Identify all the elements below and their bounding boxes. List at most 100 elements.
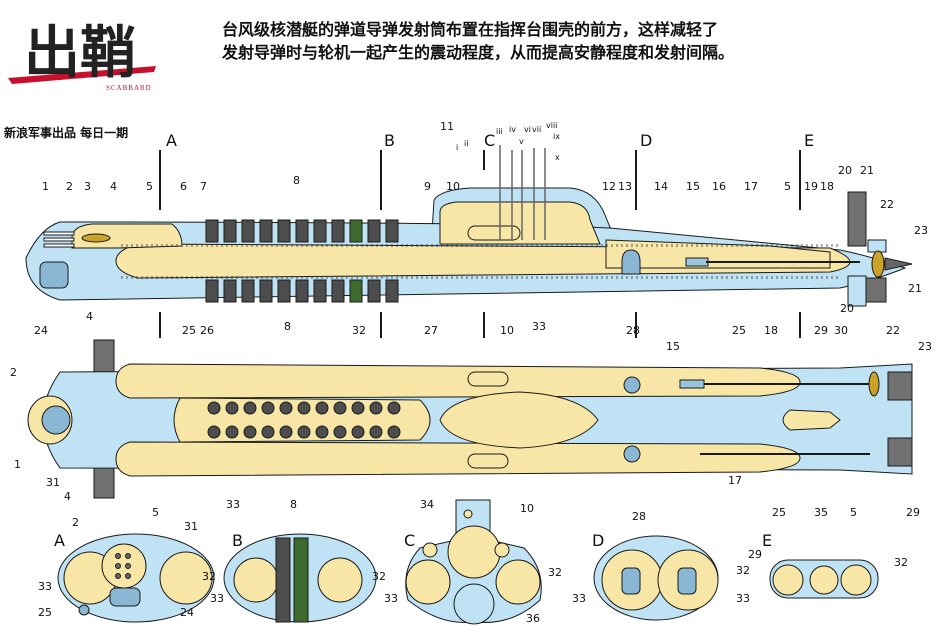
missile-tubes-upper (205, 219, 399, 243)
missile-tubes-lower (205, 279, 399, 303)
torpedo-tubes-side (43, 231, 75, 248)
sonar-side (39, 261, 69, 289)
control-compartment-top (439, 391, 599, 449)
label-roman-x: x (555, 153, 560, 162)
aft-center-top (782, 409, 841, 431)
caption-line-1: 台风级核潜艇的弹道导弹发射筒布置在指挥台围壳的前方，这样减轻了 (222, 20, 719, 39)
svg-text:1: 1 (42, 180, 49, 193)
capsule-top-starboard (467, 453, 509, 469)
svg-text:15: 15 (686, 180, 700, 193)
svg-text:32: 32 (736, 564, 750, 577)
svg-text:33: 33 (38, 580, 52, 593)
svg-text:18: 18 (764, 324, 778, 337)
turbine-port (679, 379, 705, 389)
masts (499, 145, 546, 240)
svg-text:36: 36 (526, 612, 540, 625)
svg-text:29: 29 (814, 324, 828, 337)
reactor-starboard (623, 445, 641, 463)
label-roman-vi: vi (524, 125, 531, 134)
svg-text:22: 22 (880, 198, 894, 211)
svg-text:4: 4 (64, 490, 71, 503)
svg-text:33: 33 (736, 592, 750, 605)
svg-text:25: 25 (732, 324, 746, 337)
svg-text:8: 8 (284, 320, 291, 333)
section-letter-a: A (166, 131, 177, 150)
section-d (593, 535, 719, 621)
upper-rudder (847, 191, 867, 247)
stern-plane-upper (867, 239, 887, 253)
section-a (57, 533, 215, 623)
svg-text:17: 17 (728, 474, 742, 487)
capsule-top-port (467, 371, 509, 387)
svg-text:10: 10 (446, 180, 460, 193)
label-roman-i: i (456, 143, 458, 152)
svg-text:4: 4 (110, 180, 117, 193)
section-lines (159, 150, 801, 338)
label-roman-ii: ii (464, 139, 468, 148)
svg-text:8: 8 (290, 498, 297, 511)
svg-text:32: 32 (372, 570, 386, 583)
section-title-d: D (592, 531, 604, 550)
caption: 台风级核潜艇的弹道导弹发射筒布置在指挥台围壳的前方，这样减轻了 发射导弹时与轮机… (222, 18, 922, 64)
propeller-port (868, 371, 880, 397)
section-title-a: A (54, 531, 65, 550)
svg-text:21: 21 (860, 164, 874, 177)
svg-text:19: 19 (804, 180, 818, 193)
tail-cone-side (884, 257, 913, 271)
section-letter-e: E (804, 131, 814, 150)
top-view (27, 339, 913, 499)
label-roman-iii: iii (496, 127, 503, 136)
cross-sections (57, 499, 879, 625)
port-stern-rudder (887, 371, 913, 401)
svg-text:24: 24 (34, 324, 48, 337)
side-view (25, 145, 913, 338)
svg-text:33: 33 (572, 592, 586, 605)
torpedo-side (81, 233, 111, 243)
svg-text:11: 11 (440, 120, 454, 133)
section-letter-b: B (384, 131, 395, 150)
svg-text:10: 10 (500, 324, 514, 337)
svg-text:2: 2 (72, 516, 79, 529)
caption-line-2: 发射导弹时与轮机一起产生的震动程度，从而提高安静程度和发射间隔。 (222, 43, 735, 62)
svg-text:29: 29 (906, 506, 920, 519)
svg-text:31: 31 (46, 476, 60, 489)
svg-text:16: 16 (712, 180, 726, 193)
logo-graphic: 出鞘 (8, 20, 156, 86)
svg-text:33: 33 (532, 320, 546, 333)
svg-text:15: 15 (666, 340, 680, 353)
svg-text:34: 34 (420, 498, 434, 511)
rescue-capsule-side (467, 225, 521, 241)
credit-line: 新浪军事出品 每日一期 (4, 126, 129, 140)
svg-text:18: 18 (820, 180, 834, 193)
svg-text:9: 9 (424, 180, 431, 193)
svg-text:23: 23 (918, 340, 932, 353)
svg-text:20: 20 (838, 164, 852, 177)
svg-text:35: 35 (814, 506, 828, 519)
svg-text:24: 24 (180, 606, 194, 619)
sonar-top (41, 405, 71, 435)
starboard-pressure-hull (115, 441, 801, 477)
svg-text:12: 12 (602, 180, 616, 193)
svg-text:32: 32 (548, 566, 562, 579)
svg-text:32: 32 (202, 570, 216, 583)
section-title-b: B (232, 531, 243, 550)
section-c (405, 499, 542, 625)
svg-text:8: 8 (293, 174, 300, 187)
svg-text:22: 22 (886, 324, 900, 337)
control-compartment (439, 201, 601, 245)
svg-text:25: 25 (772, 506, 786, 519)
svg-text:29: 29 (748, 548, 762, 561)
label-roman-vii: vii (532, 125, 541, 134)
svg-text:2: 2 (10, 366, 17, 379)
svg-text:6: 6 (180, 180, 187, 193)
svg-text:3: 3 (84, 180, 91, 193)
label-roman-iv: iv (509, 125, 516, 134)
label-roman-viii: viii (546, 121, 557, 130)
svg-text:5: 5 (784, 180, 791, 193)
svg-text:5: 5 (146, 180, 153, 193)
svg-text:26: 26 (200, 324, 214, 337)
svg-text:5: 5 (152, 506, 159, 519)
